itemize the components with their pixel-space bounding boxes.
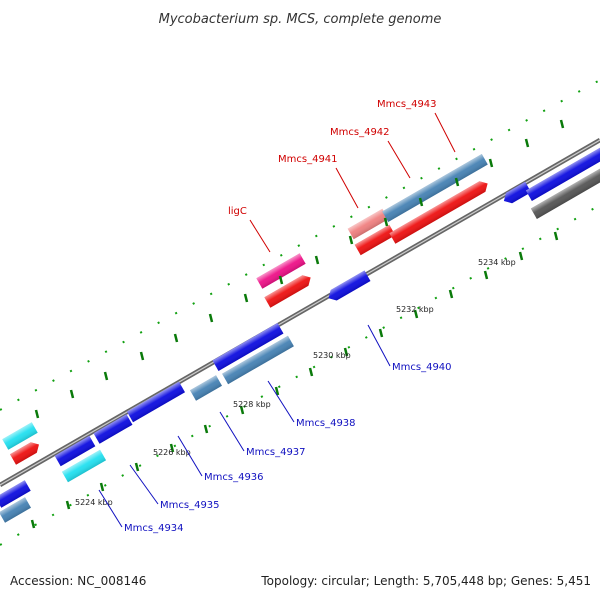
tick-mark (278, 275, 284, 285)
outer-guide-line (0, 79, 600, 411)
gene-box-navy (190, 375, 222, 401)
tick-mark (139, 351, 145, 361)
label-mmcs-4935: Mmcs_4935 (129, 464, 220, 511)
gene-label-text: Mmcs_4935 (160, 500, 220, 511)
label-ligc: ligC (228, 206, 271, 253)
tick-mark (134, 462, 140, 472)
tick-mark (483, 270, 489, 280)
gene-track (0, 143, 600, 523)
leader-line (335, 167, 359, 209)
leader-line (387, 140, 411, 179)
tick-mark (488, 158, 494, 168)
label-mmcs-4941: Mmcs_4941 (278, 154, 359, 209)
ligC-box (256, 253, 306, 289)
accession-text: Accession: NC_008146 (10, 574, 146, 588)
tick-mark (30, 519, 36, 529)
tick-mark (559, 119, 565, 129)
label-mmcs-4937: Mmcs_4937 (219, 411, 306, 458)
label-mmcs-4938: Mmcs_4938 (267, 380, 356, 429)
label-mmcs-4942: Mmcs_4942 (330, 127, 411, 179)
gene-arrow-blue (328, 270, 371, 301)
gene-arrow-red (10, 442, 39, 465)
tick-label: 5230 kbp (313, 351, 351, 360)
leader-line (434, 112, 456, 153)
gene-box-blue (54, 435, 96, 467)
leader-line (219, 411, 245, 452)
tick-mark (383, 217, 389, 227)
gene-box-steel (0, 497, 31, 523)
label-mmcs-4940: Mmcs_4940 (367, 324, 452, 373)
gene-box-blue (93, 414, 133, 444)
tick-mark (524, 138, 530, 148)
tick-mark (99, 482, 105, 492)
gene-box-steel (222, 335, 294, 385)
gene-label-text: Mmcs_4940 (392, 362, 452, 373)
tick-mark (169, 443, 175, 453)
tick-label: 5232 kbp (396, 305, 434, 314)
gene-label-text: Mmcs_4937 (246, 447, 306, 458)
Mmcs-4942-arrow-red (389, 181, 488, 244)
gene-box-cyan (2, 422, 38, 450)
map-title: Mycobacterium sp. MCS, complete genome (159, 12, 442, 27)
gene-box-blue (0, 480, 31, 508)
genome-summary: Topology: circular; Length: 5,705,448 bp… (260, 574, 591, 588)
leader-line (249, 219, 271, 253)
Mmcs-4942-box (382, 154, 488, 222)
label-mmcs-4934: Mmcs_4934 (98, 489, 184, 534)
gene-box-blue (525, 143, 600, 201)
tick-mark (208, 313, 214, 323)
tick-marks: 5224 kbp 5226 kbp 5228 kbp 5230 kbp 5232 kbp… (30, 119, 565, 529)
tick-label: 5224 kbp (75, 498, 113, 507)
Mmcs-4941-box (347, 208, 389, 240)
gene-label-text: Mmcs_4938 (296, 418, 356, 429)
tick-mark (454, 177, 460, 187)
tick-mark (34, 409, 40, 419)
tick-mark (103, 371, 109, 381)
gene-box-cyan (61, 449, 107, 483)
gene-box-gray (530, 161, 600, 219)
tick-mark (448, 289, 454, 299)
leader-line (177, 435, 203, 477)
genome-track (0, 79, 600, 546)
tick-mark (308, 367, 314, 377)
tick-mark (314, 255, 320, 265)
tick-mark (274, 386, 280, 396)
tick-label: 5226 kbp (153, 448, 191, 457)
tick-mark (343, 347, 349, 357)
label-mmcs-4943: Mmcs_4943 (377, 99, 456, 153)
gene-labels: ligC Mmcs_4941 Mmcs_4942 Mmcs_4943Mmcs_4940… (98, 99, 456, 534)
gene-label-text: Mmcs_4943 (377, 99, 437, 110)
gene-label-text: Mmcs_4934 (124, 523, 184, 534)
tick-mark (243, 293, 249, 303)
label-mmcs-4936: Mmcs_4936 (177, 435, 264, 483)
tick-mark (65, 500, 71, 510)
leader-line (98, 489, 123, 528)
Mmcs-4941-arrow-red (354, 224, 396, 256)
tick-mark (203, 424, 209, 434)
tick-label: 5228 kbp (233, 400, 271, 409)
gene-label-text: Mmcs_4941 (278, 154, 338, 165)
leader-line (367, 324, 391, 367)
leader-line (267, 380, 295, 423)
tick-mark (348, 235, 354, 245)
ligC-arrow-red (264, 275, 311, 308)
gene-label-text: Mmcs_4936 (204, 472, 264, 483)
tick-mark (173, 333, 179, 343)
gene-label-text: Mmcs_4942 (330, 127, 390, 138)
tick-mark (413, 309, 419, 319)
tick-mark (378, 328, 384, 338)
tick-mark (69, 389, 75, 399)
leader-line (129, 464, 159, 505)
tick-mark (553, 231, 559, 241)
gene-arrow-blue (503, 181, 532, 204)
tick-mark (239, 405, 245, 415)
tick-mark (418, 197, 424, 207)
tick-mark (518, 251, 524, 261)
tick-label: 5234 kbp (478, 258, 516, 267)
gene-box-blue (212, 323, 284, 371)
gene-label-text: ligC (228, 206, 247, 217)
gene-box-blue (127, 381, 185, 423)
